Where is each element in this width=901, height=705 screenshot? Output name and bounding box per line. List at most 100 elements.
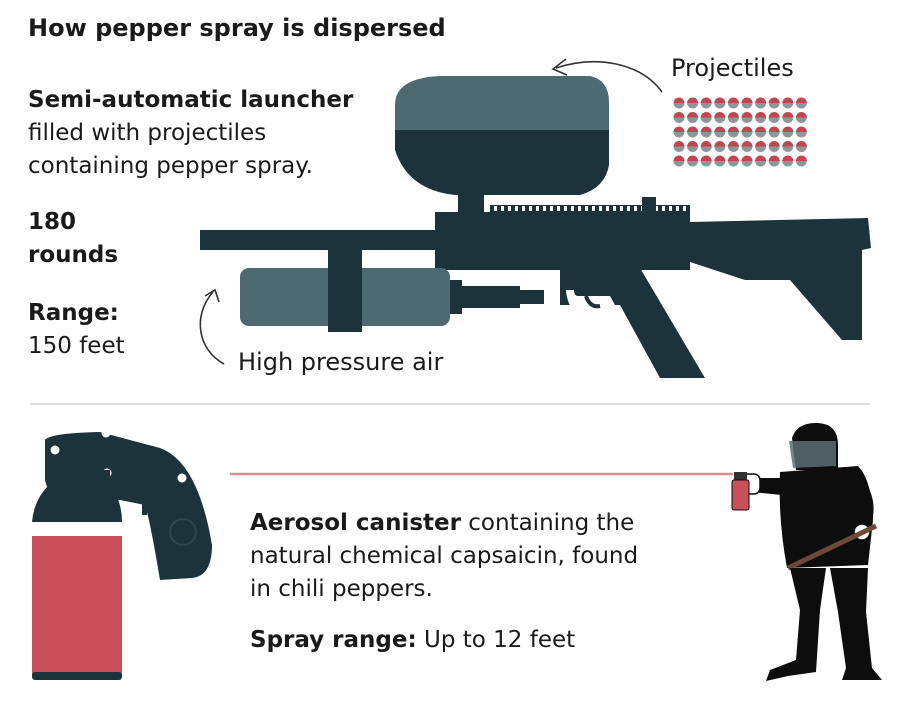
rail-tooth	[494, 206, 497, 211]
spray-range-info: Spray range: Up to 12 feet	[250, 624, 575, 657]
rail-tooth	[508, 206, 511, 211]
projectile-ball	[741, 141, 753, 152]
launcher-description: Semi-automatic launcher filled with proj…	[28, 84, 353, 183]
projectile-ball	[714, 155, 726, 167]
projectile-ball	[768, 112, 780, 124]
projectile-ball	[727, 97, 739, 109]
projectile-ball	[700, 112, 712, 124]
page-title: How pepper spray is dispersed	[28, 14, 446, 42]
projectile-ball	[782, 97, 794, 109]
projectile-ball	[714, 112, 726, 124]
aerosol-line-2: natural chemical capsaicin, found	[250, 543, 639, 569]
launcher-heading: Semi-automatic launcher	[28, 87, 354, 113]
projectile-ball	[795, 112, 807, 124]
projectile-ball	[782, 155, 794, 167]
high-pressure-air-label: High pressure air	[238, 348, 444, 376]
aerosol-line-3: in chili peppers.	[250, 576, 433, 602]
projectile-ball	[768, 141, 780, 152]
rail-tooth	[564, 206, 567, 211]
range-value: 150 feet	[28, 333, 125, 359]
air-arrow-head	[204, 288, 220, 303]
riot-officer-icon	[731, 422, 882, 681]
rail-tooth	[571, 206, 574, 211]
rail-tooth	[501, 206, 504, 211]
projectile-ball	[755, 97, 767, 109]
rounds-info: 180 rounds	[28, 206, 118, 272]
range-info: Range: 150 feet	[28, 297, 125, 363]
projectile-ball	[755, 155, 767, 167]
projectile-ball	[673, 155, 685, 167]
rail-tooth	[662, 206, 665, 211]
rail-tooth	[529, 206, 532, 211]
projectile-ball	[727, 112, 739, 124]
projectile-ball	[768, 97, 780, 109]
rail-tooth	[683, 206, 686, 211]
aerosol-description: Aerosol canister containing the natural …	[250, 507, 638, 606]
projectile-ball	[741, 126, 753, 138]
rail-tooth	[606, 206, 609, 211]
projectile-ball	[741, 97, 753, 109]
projectile-ball	[673, 126, 685, 138]
range-label: Range:	[28, 300, 119, 326]
projectile-ball	[687, 97, 699, 109]
projectile-ball	[741, 155, 753, 167]
projectile-ball	[741, 112, 753, 124]
projectile-ball	[687, 112, 699, 124]
projectile-ball	[768, 155, 780, 167]
rail-tooth	[536, 206, 539, 211]
projectile-ball	[795, 141, 807, 152]
projectile-ball	[782, 126, 794, 138]
projectiles-arrow	[555, 60, 663, 93]
projectile-ball	[727, 126, 739, 138]
rail-tooth	[655, 206, 658, 211]
projectile-ball	[795, 126, 807, 138]
projectile-ball	[714, 97, 726, 109]
rail-tooth	[515, 206, 518, 211]
aerosol-line-1: Aerosol canister containing the	[250, 507, 638, 540]
projectiles-label: Projectiles	[671, 54, 794, 82]
projectile-ball	[673, 97, 685, 109]
projectile-ball	[755, 141, 767, 152]
projectile-ball	[700, 141, 712, 152]
projectile-ball	[768, 126, 780, 138]
spray-range-value: Up to 12 feet	[416, 627, 576, 653]
launcher-line-2: filled with projectiles	[28, 120, 267, 146]
rail-tooth	[634, 206, 637, 211]
projectile-ball	[782, 141, 794, 152]
projectile-ball	[714, 141, 726, 152]
rail-tooth	[599, 206, 602, 211]
projectile-ball	[687, 126, 699, 138]
aerosol-line-1-rest: containing the	[460, 510, 635, 536]
projectile-ball	[755, 112, 767, 124]
aerosol-heading: Aerosol canister	[250, 510, 461, 536]
rounds-label: rounds	[28, 242, 119, 268]
projectile-ball	[700, 126, 712, 138]
projectile-ball	[673, 112, 685, 124]
projectile-ball	[727, 155, 739, 167]
projectile-ball	[727, 141, 739, 152]
rail-tooth	[620, 206, 623, 211]
rail-tooth	[578, 206, 581, 211]
projectile-ball	[782, 112, 794, 124]
projectile-ball	[755, 126, 767, 138]
rail-tooth	[557, 206, 560, 211]
air-arrow	[199, 291, 225, 365]
aerosol-canister-icon	[32, 428, 212, 680]
rail-tooth	[669, 206, 672, 211]
rail-tooth	[627, 206, 630, 211]
rail-tooth	[592, 206, 595, 211]
launcher-line-3: containing pepper spray.	[28, 153, 313, 179]
projectile-ball	[673, 141, 685, 152]
projectile-ball	[687, 155, 699, 167]
spray-range-label: Spray range:	[250, 627, 417, 653]
projectile-ball	[714, 126, 726, 138]
projectile-ball	[700, 97, 712, 109]
launcher-gun-icon	[200, 76, 871, 378]
projectile-ball	[700, 155, 712, 167]
rail-tooth	[522, 206, 525, 211]
rail-tooth	[550, 206, 553, 211]
projectiles-arrow-head	[551, 58, 568, 76]
rail-tooth	[676, 206, 679, 211]
projectile-ball	[687, 141, 699, 152]
